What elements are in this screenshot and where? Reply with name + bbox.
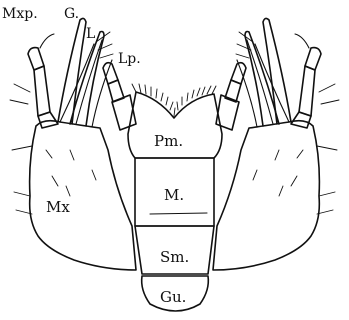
lacinia-left — [70, 32, 104, 127]
maxillary-palp-left — [34, 66, 50, 116]
galea-right — [263, 18, 291, 124]
stipes-right — [213, 121, 319, 270]
label-mentum: M. — [164, 186, 184, 204]
label-maxillary-palp: Mxp. — [2, 6, 38, 22]
stipes-left — [30, 121, 136, 270]
label-gula: Gu. — [160, 288, 186, 306]
maxilla-right — [213, 18, 339, 270]
label-submentum: Sm. — [160, 248, 189, 266]
maxillary-palp-right — [299, 66, 315, 116]
galea-left — [58, 18, 86, 124]
label-labial-palp: Lp. — [118, 51, 141, 67]
label-lacinia: L — [86, 26, 95, 42]
mentum-suture — [150, 213, 207, 214]
labels: Mxp. G. L Lp. Pm. M. Sm. Gu. Mx — [2, 6, 189, 306]
prementum-fringe — [132, 84, 216, 116]
lacinia-right — [245, 32, 279, 127]
label-galea: G. — [64, 6, 79, 22]
label-prementum: Pm. — [154, 132, 183, 150]
label-maxilla: Mx — [46, 198, 70, 216]
